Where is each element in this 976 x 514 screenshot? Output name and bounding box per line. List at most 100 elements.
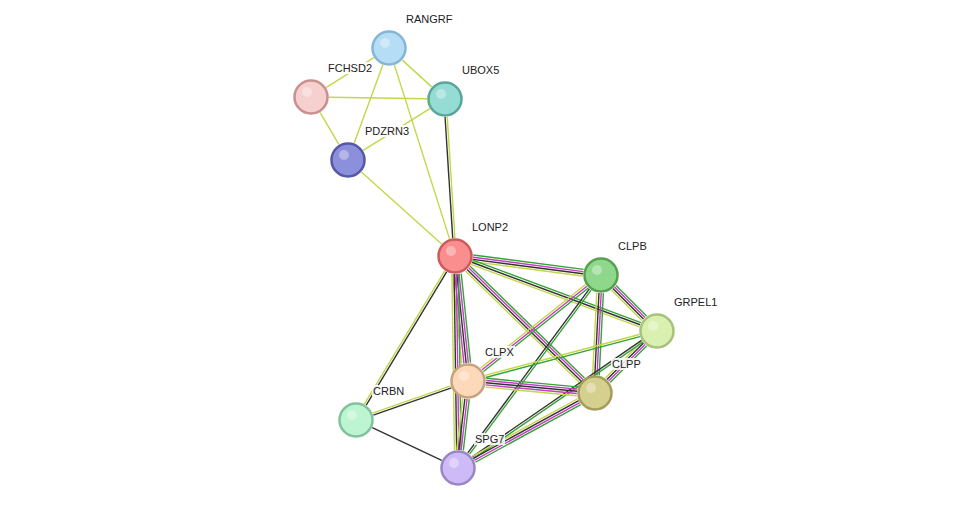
protein-label: CLPB xyxy=(617,240,648,252)
node-disc xyxy=(641,315,674,348)
evidence-line xyxy=(597,293,601,375)
evidence-line xyxy=(329,97,427,98)
node-disc xyxy=(442,452,475,485)
evidence-line xyxy=(486,387,577,396)
evidence-line xyxy=(616,285,647,316)
node-circle xyxy=(437,238,473,274)
node-circle xyxy=(583,257,619,293)
node-highlight xyxy=(380,38,390,48)
protein-node: CLPX xyxy=(450,363,486,399)
node-highlight xyxy=(586,383,596,393)
evidence-line xyxy=(457,399,463,450)
node-circle xyxy=(440,450,476,486)
interaction-edge xyxy=(472,255,583,276)
evidence-line xyxy=(473,401,578,459)
node-disc xyxy=(439,240,472,273)
protein-node: CRBN xyxy=(338,402,374,438)
protein-label: CRBN xyxy=(372,385,405,397)
evidence-line xyxy=(402,60,431,87)
evidence-line xyxy=(474,403,579,461)
protein-node: CLPB xyxy=(583,257,619,293)
evidence-line xyxy=(394,65,449,239)
node-highlight xyxy=(459,371,469,381)
interaction-edge xyxy=(394,65,449,239)
evidence-line xyxy=(373,386,451,413)
evidence-line xyxy=(472,399,577,457)
interaction-edge xyxy=(326,58,374,88)
evidence-line xyxy=(320,113,339,145)
node-highlight xyxy=(648,321,658,331)
interaction-edge xyxy=(320,113,339,145)
interaction-edge xyxy=(611,285,646,320)
node-circle xyxy=(639,313,675,349)
node-highlight xyxy=(339,150,349,160)
node-disc xyxy=(373,32,406,65)
evidence-line xyxy=(472,340,641,457)
protein-label: CLPX xyxy=(484,346,515,358)
node-disc xyxy=(429,83,462,116)
node-disc xyxy=(452,365,485,398)
protein-label: CLPP xyxy=(611,358,642,370)
protein-node: UBOX5 xyxy=(427,81,463,117)
evidence-line xyxy=(361,172,441,244)
interaction-edge xyxy=(472,340,643,458)
interaction-edge xyxy=(329,97,427,98)
protein-node: SPG7 xyxy=(440,450,476,486)
interaction-edge xyxy=(605,341,646,382)
protein-label: LONP2 xyxy=(471,221,509,233)
evidence-line xyxy=(366,272,446,405)
node-highlight xyxy=(302,87,312,97)
node-circle xyxy=(293,79,329,115)
interaction-edge xyxy=(481,284,589,371)
interaction-edge xyxy=(402,60,431,87)
evidence-line xyxy=(473,342,642,459)
interaction-edge xyxy=(445,117,455,238)
protein-node: LONP2 xyxy=(437,238,473,274)
evidence-line xyxy=(363,109,430,151)
evidence-line xyxy=(452,274,454,450)
node-circle xyxy=(338,402,374,438)
evidence-line xyxy=(615,287,646,318)
protein-node: PDZRN3 xyxy=(330,142,366,178)
protein-node: GRPEL1 xyxy=(639,313,675,349)
evidence-line xyxy=(599,293,603,375)
node-disc xyxy=(579,377,612,410)
evidence-line xyxy=(613,289,644,320)
interaction-edge xyxy=(363,109,430,151)
protein-label: FCHSD2 xyxy=(327,62,373,74)
node-disc xyxy=(295,81,328,114)
evidence-line xyxy=(372,428,441,461)
node-highlight xyxy=(449,458,459,468)
node-highlight xyxy=(347,410,357,420)
interaction-edge xyxy=(361,172,441,244)
evidence-line xyxy=(611,290,642,321)
evidence-line xyxy=(483,288,588,372)
protein-label: UBOX5 xyxy=(461,64,500,76)
node-circle xyxy=(371,30,407,66)
interaction-edge xyxy=(593,293,604,375)
node-highlight xyxy=(592,265,602,275)
node-circle xyxy=(450,363,486,399)
protein-label: RANGRF xyxy=(405,13,453,25)
evidence-line xyxy=(593,293,597,375)
interaction-edge xyxy=(372,428,441,461)
evidence-line xyxy=(486,383,577,392)
node-disc xyxy=(585,259,618,292)
protein-node: RANGRF xyxy=(371,30,407,66)
evidence-line xyxy=(326,58,374,88)
interaction-edge xyxy=(373,386,452,415)
interaction-edge xyxy=(472,399,581,463)
interaction-edge xyxy=(457,399,469,451)
node-disc xyxy=(340,404,373,437)
interaction-edge xyxy=(364,271,446,405)
evidence-line xyxy=(595,293,599,375)
node-highlight xyxy=(446,246,456,256)
evidence-line xyxy=(607,343,644,380)
node-circle xyxy=(577,375,613,411)
evidence-line xyxy=(445,117,453,238)
protein-label: SPG7 xyxy=(474,433,505,445)
protein-label: GRPEL1 xyxy=(673,296,718,308)
node-circle xyxy=(330,142,366,178)
protein-node: FCHSD2 xyxy=(293,79,329,115)
